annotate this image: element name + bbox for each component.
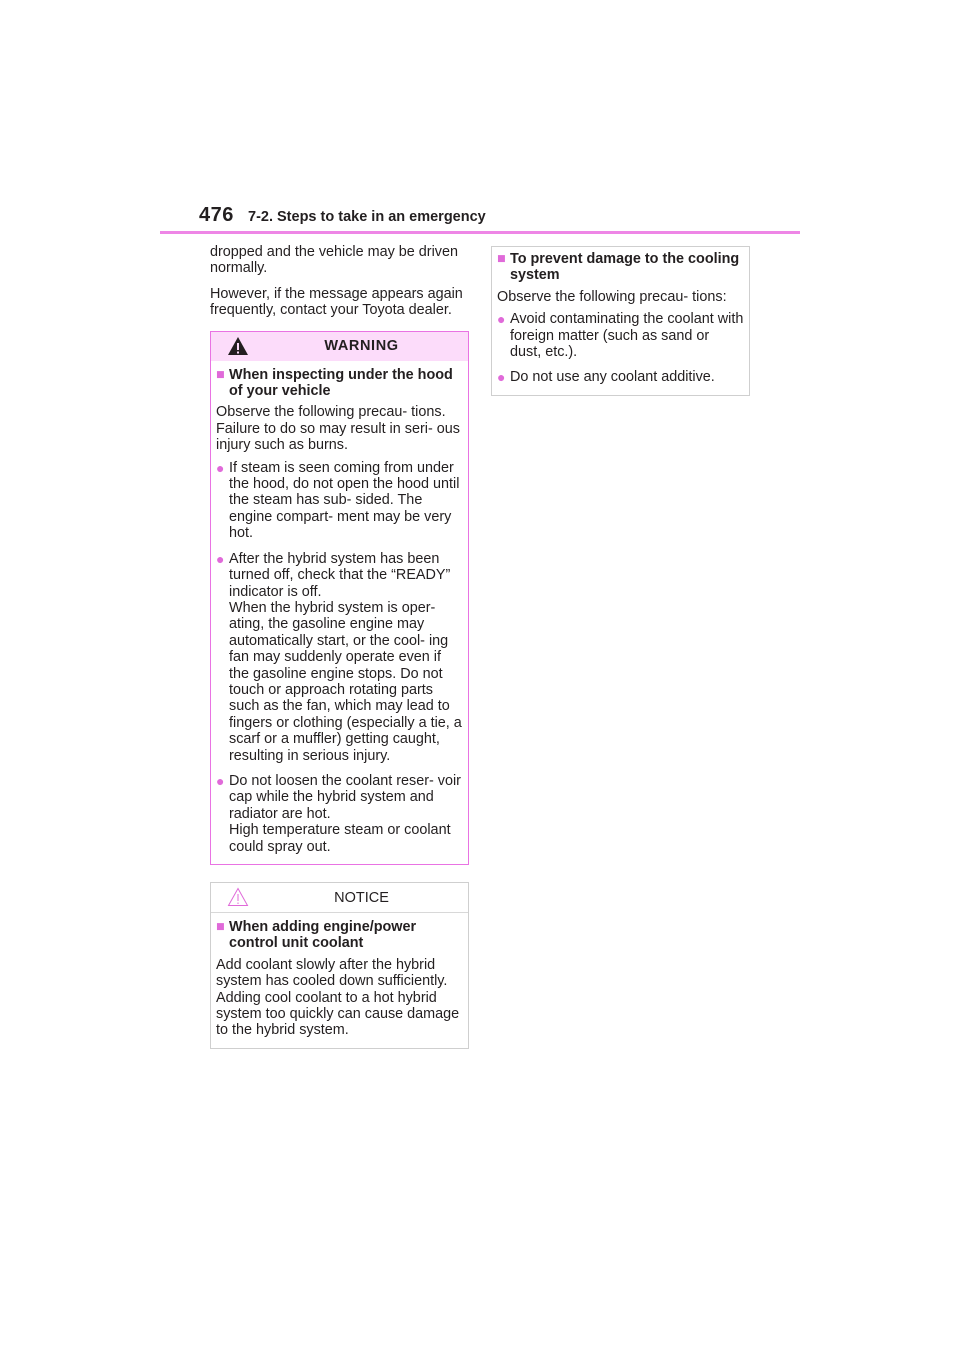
circle-bullet-icon: ● (497, 369, 506, 386)
bullet-text: Avoid contaminating the coolant with for… (510, 311, 744, 361)
list-item: ● Do not loosen the coolant reser- voir … (216, 773, 463, 855)
bullet-text: After the hybrid system has been turned … (229, 550, 462, 764)
header-divider (160, 231, 800, 234)
left-column: dropped and the vehicle may be driven no… (210, 244, 469, 1049)
warning-title: WARNING (324, 338, 399, 355)
notice-continued-heading: ■ To prevent damage to the cooling syste… (497, 251, 744, 284)
circle-bullet-icon: ● (216, 772, 225, 789)
intro-paragraph: dropped and the vehicle may be driven no… (210, 244, 458, 277)
page-number: 476 (199, 204, 234, 226)
notice-heading-text: When adding engine/power control unit co… (229, 919, 417, 952)
square-bullet-icon: ■ (497, 251, 506, 267)
list-item: ● Avoid contaminating the coolant with f… (497, 311, 744, 360)
list-item: ● Do not use any coolant additive. (497, 369, 744, 385)
warning-text: Observe the following precau- tions. Fai… (216, 404, 460, 454)
bullet-text: Do not use any coolant additive. (510, 369, 715, 386)
list-item: ● If steam is seen coming from under the… (216, 460, 463, 542)
warning-triangle-icon (228, 336, 248, 355)
warning-header: WARNING (211, 331, 468, 361)
caution-triangle-icon (227, 887, 249, 906)
notice-header: NOTICE (211, 883, 468, 913)
circle-bullet-icon: ● (497, 311, 506, 328)
circle-bullet-icon: ● (216, 459, 225, 476)
warning-heading: ■ When inspecting under the hood of your… (216, 367, 463, 400)
notice-title: NOTICE (334, 889, 389, 906)
notice-continued-box: ■ To prevent damage to the cooling syste… (491, 246, 750, 396)
square-bullet-icon: ■ (216, 919, 225, 935)
warning-box: WARNING ■ When inspecting under the hood… (210, 330, 469, 865)
list-item: ● After the hybrid system has been turne… (216, 551, 463, 764)
section-title: 7-2. Steps to take in an emergency (248, 209, 486, 225)
notice-box: NOTICE ■ When adding engine/power contro… (210, 882, 469, 1049)
bullet-text: Do not loosen the coolant reser- voir ca… (229, 772, 461, 855)
square-bullet-icon: ■ (216, 366, 225, 383)
notice-continued-text: Observe the following precau- tions: (497, 288, 727, 305)
right-column: ■ To prevent damage to the cooling syste… (491, 246, 750, 396)
notice-text: Add coolant slowly after the hybrid syst… (216, 956, 460, 1039)
intro-paragraph: However, if the message appears again fr… (210, 285, 463, 319)
warning-heading-text: When inspecting under the hood of your v… (229, 366, 453, 400)
bullet-text: If steam is seen coming from under the h… (229, 459, 460, 542)
notice-heading: ■ When adding engine/power control unit … (216, 919, 463, 952)
notice-continued-heading-text: To prevent damage to the cooling system (510, 251, 740, 284)
circle-bullet-icon: ● (216, 550, 225, 567)
